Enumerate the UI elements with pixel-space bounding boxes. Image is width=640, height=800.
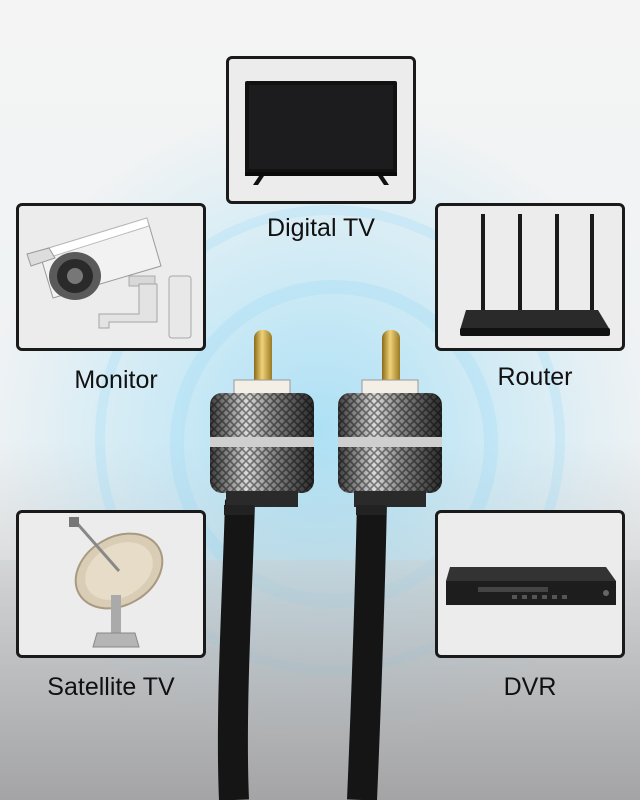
router-card — [435, 203, 625, 351]
router-icon — [460, 214, 610, 336]
security-camera-icon — [26, 217, 192, 339]
satellite-dish-icon — [69, 517, 164, 648]
satellite-tv-card — [16, 510, 206, 658]
dvr-label: DVR — [503, 673, 557, 701]
dvr-card — [435, 510, 625, 658]
dvr-icon — [446, 567, 616, 605]
router-label: Router — [497, 363, 573, 391]
coaxial-cable-icon — [210, 330, 442, 800]
monitor-label: Monitor — [74, 366, 158, 394]
satellite-tv-label: Satellite TV — [47, 673, 175, 701]
monitor-card — [16, 203, 206, 351]
digital-tv-card — [226, 56, 416, 204]
digital-tv-label: Digital TV — [267, 214, 375, 242]
tv-icon — [245, 81, 397, 185]
